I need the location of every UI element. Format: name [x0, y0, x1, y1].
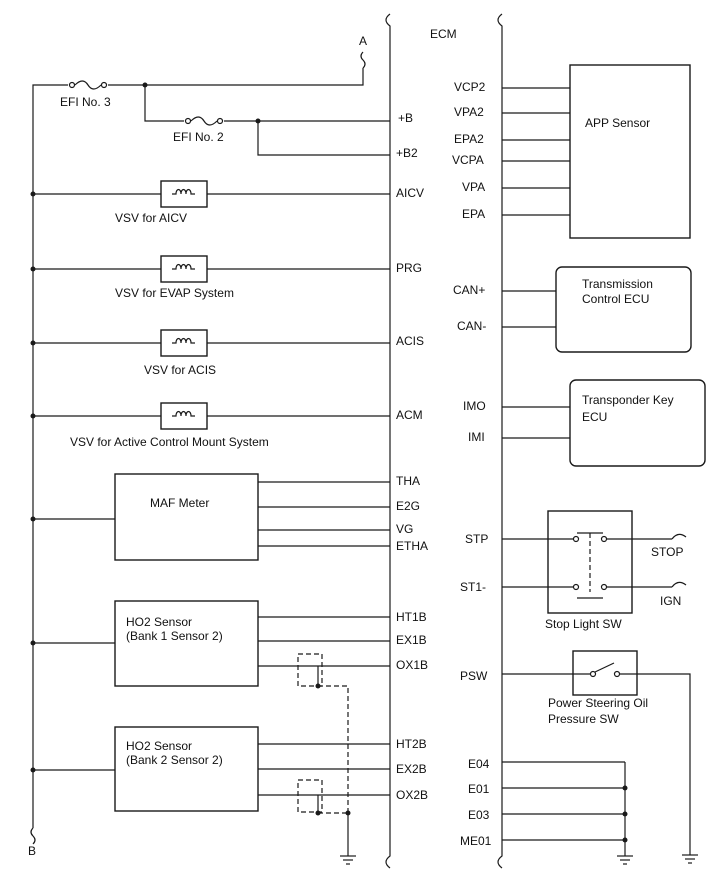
- vsv-acis: VSV for ACIS: [30, 329, 390, 377]
- vsv-acm: VSV for Active Control Mount System: [30, 402, 390, 449]
- pin-vpa: VPA: [462, 180, 485, 194]
- ps-sw-label-2: Pressure SW: [548, 712, 619, 726]
- transponder-key-ecu: Transponder Key ECU: [502, 379, 706, 467]
- pin-prg: PRG: [396, 261, 422, 275]
- pin-vcp2: VCP2: [454, 80, 486, 94]
- ho2-sensor-bank1: HO2 Sensor (Bank 1 Sensor 2): [30, 600, 390, 815]
- vsv-aicv: VSV for AICV: [30, 180, 390, 225]
- pin-can-minus: CAN-: [457, 319, 486, 333]
- ecm-block: ECM: [385, 13, 503, 869]
- app-sensor-label: APP Sensor: [585, 116, 650, 130]
- pin-e04: E04: [468, 757, 490, 771]
- fuse-efi-no2: [184, 114, 224, 128]
- ground-icon: [340, 855, 356, 865]
- ground-icon: [617, 855, 633, 865]
- pin-tha: THA: [396, 474, 420, 488]
- ps-sw-label-1: Power Steering Oil: [548, 696, 648, 710]
- pin-vg: VG: [396, 522, 413, 536]
- tcm-label-1: Transmission: [582, 277, 653, 291]
- pin-ht2b: HT2B: [396, 737, 427, 751]
- pin-stp: STP: [465, 532, 488, 546]
- ecm-ground-bus: [502, 761, 633, 865]
- pin-ex2b: EX2B: [396, 762, 427, 776]
- stop-light-sw-label: Stop Light SW: [545, 617, 622, 631]
- ho2-bank2-label-2: (Bank 2 Sensor 2): [126, 753, 223, 767]
- ecm-right-pins: VCP2 VPA2 EPA2 VCPA VPA EPA CAN+ CAN- IM…: [452, 80, 492, 848]
- transmission-control-ecu: Transmission Control ECU: [502, 266, 692, 353]
- pin-acis: ACIS: [396, 334, 424, 348]
- ho2-bank1-label-2: (Bank 1 Sensor 2): [126, 629, 223, 643]
- pin-acm: ACM: [396, 408, 423, 422]
- ecm-title: ECM: [430, 27, 457, 41]
- tcm-label-2: Control ECU: [582, 292, 649, 306]
- fuse-efi-no3: [68, 78, 108, 92]
- pin-ox2b: OX2B: [396, 788, 428, 802]
- tkey-label-2: ECU: [582, 410, 607, 424]
- pin-ox1b: OX1B: [396, 658, 428, 672]
- pin-e03: E03: [468, 808, 490, 822]
- ecm-left-pins: +B +B2 AICV PRG ACIS ACM THA E2G VG ETHA…: [396, 111, 428, 802]
- tkey-label-1: Transponder Key: [582, 393, 674, 407]
- connector-b-label: B: [28, 844, 36, 858]
- power-steering-oil-pressure-switch: Power Steering Oil Pressure SW: [502, 650, 698, 864]
- vsv-evap: VSV for EVAP System: [30, 255, 390, 300]
- connector-a-label: A: [359, 34, 367, 48]
- pin-imo: IMO: [463, 399, 486, 413]
- pin-imi: IMI: [468, 430, 485, 444]
- pin-epa: EPA: [462, 207, 485, 221]
- pin-plus-b2: +B2: [396, 146, 418, 160]
- pin-me01: ME01: [460, 834, 492, 848]
- vsv-aicv-label: VSV for AICV: [115, 211, 187, 225]
- pin-aicv: AICV: [396, 186, 424, 200]
- stop-label: STOP: [651, 545, 683, 559]
- pin-can-plus: CAN+: [453, 283, 485, 297]
- ground-icon: [682, 854, 698, 864]
- pin-st1-minus: ST1-: [460, 580, 486, 594]
- ho2-bank2-label-1: HO2 Sensor: [126, 739, 192, 753]
- fuse-efi-no2-label: EFI No. 2: [173, 130, 224, 144]
- maf-meter-label: MAF Meter: [150, 496, 209, 510]
- app-sensor: APP Sensor: [502, 64, 691, 239]
- pin-e01: E01: [468, 782, 490, 796]
- ho2-sensor-bank2: HO2 Sensor (Bank 2 Sensor 2): [30, 726, 390, 865]
- pin-ex1b: EX1B: [396, 633, 427, 647]
- pin-vcpa: VCPA: [452, 153, 484, 167]
- vsv-evap-label: VSV for EVAP System: [115, 286, 234, 300]
- vsv-acis-label: VSV for ACIS: [144, 363, 216, 377]
- pin-e2g: E2G: [396, 499, 420, 513]
- pin-ht1b: HT1B: [396, 610, 427, 624]
- pin-plus-b: +B: [398, 111, 413, 125]
- vsv-acm-label: VSV for Active Control Mount System: [70, 435, 269, 449]
- ho2-bank1-label-1: HO2 Sensor: [126, 615, 192, 629]
- fuse-efi-no3-label: EFI No. 3: [60, 95, 111, 109]
- left-power-bus: A B EFI No. 3 EFI No. 2: [28, 34, 390, 858]
- pin-etha: ETHA: [396, 539, 428, 553]
- ign-label: IGN: [660, 594, 681, 608]
- pin-epa2: EPA2: [454, 132, 484, 146]
- maf-meter: MAF Meter: [30, 473, 390, 561]
- pin-psw: PSW: [460, 669, 488, 683]
- stop-light-switch: Stop Light SW STOP IGN: [502, 510, 687, 631]
- pin-vpa2: VPA2: [454, 105, 484, 119]
